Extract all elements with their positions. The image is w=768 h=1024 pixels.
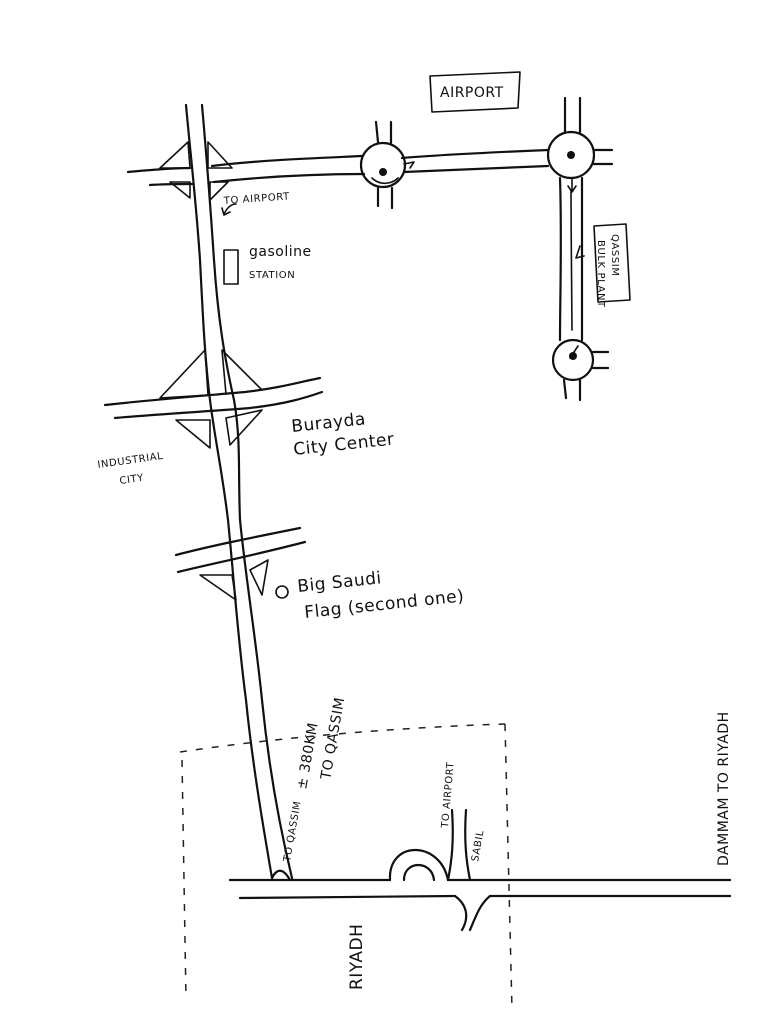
bulk-plant-label: BULK PLANT	[595, 240, 606, 308]
middle-interchange	[103, 349, 324, 449]
flag-label-1: Big Saudi	[296, 568, 382, 597]
u-turn	[388, 848, 450, 882]
lower-interchange	[174, 526, 307, 601]
to-airport-top: TO AIRPORT	[221, 191, 290, 216]
main-highway	[184, 103, 294, 880]
roundabout-3	[551, 338, 610, 402]
distance-label-1: ± 380KM	[294, 721, 322, 790]
gasoline-label-1: gasoline	[249, 244, 312, 260]
dammam-riyadh-highway	[228, 808, 732, 932]
airport-label: AIRPORT	[440, 85, 504, 101]
gasoline-station: gasoline STATION	[223, 244, 312, 285]
riyadh-label: RIYADH	[347, 924, 367, 990]
to-airport-top-label: TO AIRPORT	[222, 191, 290, 207]
industrial-label-2: CITY	[119, 473, 145, 487]
to-qassim-label: TO QASSIM	[282, 800, 304, 864]
airport-link-road	[400, 148, 550, 174]
bulk-plant-road	[558, 176, 585, 342]
to-airport-bottom-label: TO AIRPORT	[440, 761, 457, 829]
airport-marker: AIRPORT	[429, 71, 521, 113]
gasoline-label-2: STATION	[249, 270, 295, 281]
top-interchange	[126, 141, 366, 201]
qassim-bulk-plant-marker: QASSIM BULK PLANT	[593, 223, 631, 308]
industrial-label-1: INDUSTRIAL	[97, 451, 164, 471]
qassim-label: QASSIM	[609, 234, 620, 277]
roundabout-1	[359, 120, 415, 210]
roundabout-2	[546, 96, 614, 193]
distance-label-2: TO QASSIM	[318, 696, 348, 782]
dammam-riyadh-label: DAMMAM TO RIYADH	[716, 711, 732, 866]
flag-marker: Big Saudi Flag (second one)	[275, 568, 465, 623]
dashed-boundary	[179, 723, 513, 1011]
sabil-label: SABIL	[470, 829, 486, 862]
